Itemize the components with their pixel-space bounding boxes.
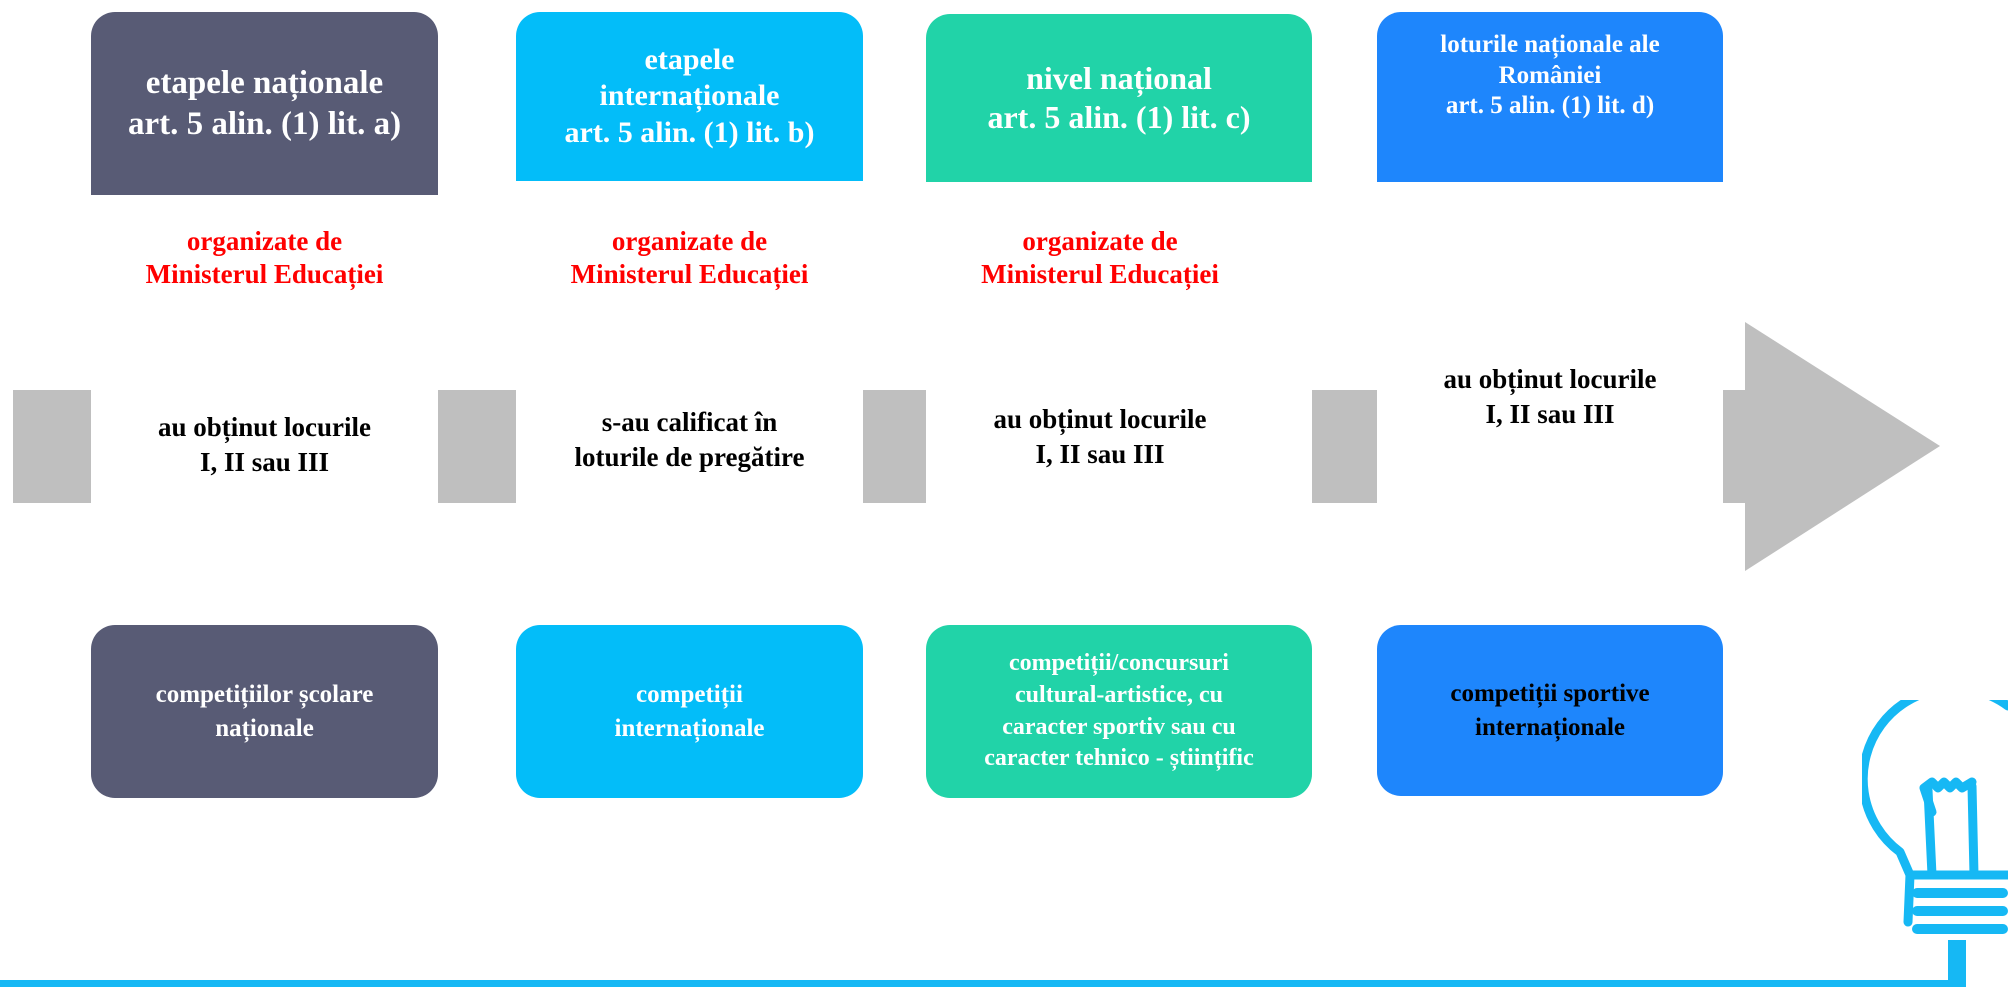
header-line: internaționale [599,79,780,113]
header-line: art. 5 alin. (1) lit. b) [564,115,815,149]
condition-label: au obținut locurile I, II sau III [926,392,1274,482]
footer-box-school-competitions: competițiilor școlare naționale [91,625,438,798]
condition-line: au obținut locurile [157,412,372,443]
header-line: etapele naționale [145,65,384,102]
footer-line: cultural-artistice, cu [1015,681,1223,708]
organizer-label: organizate de Ministerul Educației [926,222,1274,294]
footer-line: competiții sportive [1450,680,1650,708]
bottom-divider-line [0,980,1956,987]
footer-line: naționale [215,714,314,742]
footer-box-international-competitions: competiții internaționale [516,625,863,798]
organizer-line: organizate de [611,226,768,257]
condition-label: s-au calificat în loturile de pregătire [516,395,863,485]
header-box-national-level: nivel național art. 5 alin. (1) lit. c) [926,14,1312,182]
header-line: României [1498,61,1602,89]
condition-line: I, II sau III [199,447,330,477]
header-line: nivel național [1026,59,1212,96]
organizer-line: organizate de [186,226,343,257]
organizer-label: organizate de Ministerul Educației [516,222,863,294]
header-line: loturile naționale ale [1440,31,1660,58]
arrow-band-segment-2 [438,390,516,503]
condition-line: I, II sau III [1035,439,1165,469]
arrow-band-segment-3 [863,390,926,503]
header-line: art. 5 alin. (1) lit. d) [1445,92,1655,119]
footer-line: caracter tehnico - științific [984,745,1254,772]
organizer-line: Ministerul Educației [570,259,809,289]
condition-line: loturile de pregătire [574,442,805,472]
condition-line: au obținut locurile [1443,364,1657,395]
header-box-national-stages: etapele naționale art. 5 alin. (1) lit. … [91,12,438,195]
footer-line: competiții [636,681,743,709]
footer-box-sports-competitions: competiții sportive internaționale [1377,625,1723,796]
condition-line: I, II sau III [1485,399,1615,429]
header-line: art. 5 alin. (1) lit. a) [127,105,402,142]
lightbulb-icon [1862,700,2008,987]
footer-line: caracter sportiv sau cu [1002,713,1236,740]
header-box-international-stages: etapele internaționale art. 5 alin. (1) … [516,12,863,181]
organizer-line: Ministerul Educației [145,259,384,289]
header-box-national-teams: loturile naționale ale României art. 5 a… [1377,12,1723,182]
footer-box-cultural-competitions: competiții/concursuri cultural-artistice… [926,625,1312,798]
arrow-right-icon [1745,322,1940,571]
condition-line: s-au calificat în [601,407,778,438]
condition-label: au obținut locurile I, II sau III [1377,352,1723,442]
condition-line: au obținut locurile [993,404,1207,435]
organizer-line: organizate de [1022,226,1178,257]
arrow-band-segment-4 [1312,390,1377,503]
organizer-line: Ministerul Educației [981,259,1219,289]
header-line: etapele [644,42,735,76]
footer-line: competiții/concursuri [1009,649,1229,676]
condition-label: au obținut locurile I, II sau III [91,400,438,490]
arrow-band-segment-1 [13,390,91,503]
footer-line: competițiilor școlare [155,681,374,709]
footer-line: internaționale [1475,713,1625,741]
organizer-label: organizate de Ministerul Educației [91,222,438,294]
header-line: art. 5 alin. (1) lit. c) [987,99,1251,135]
footer-line: internaționale [614,714,765,742]
